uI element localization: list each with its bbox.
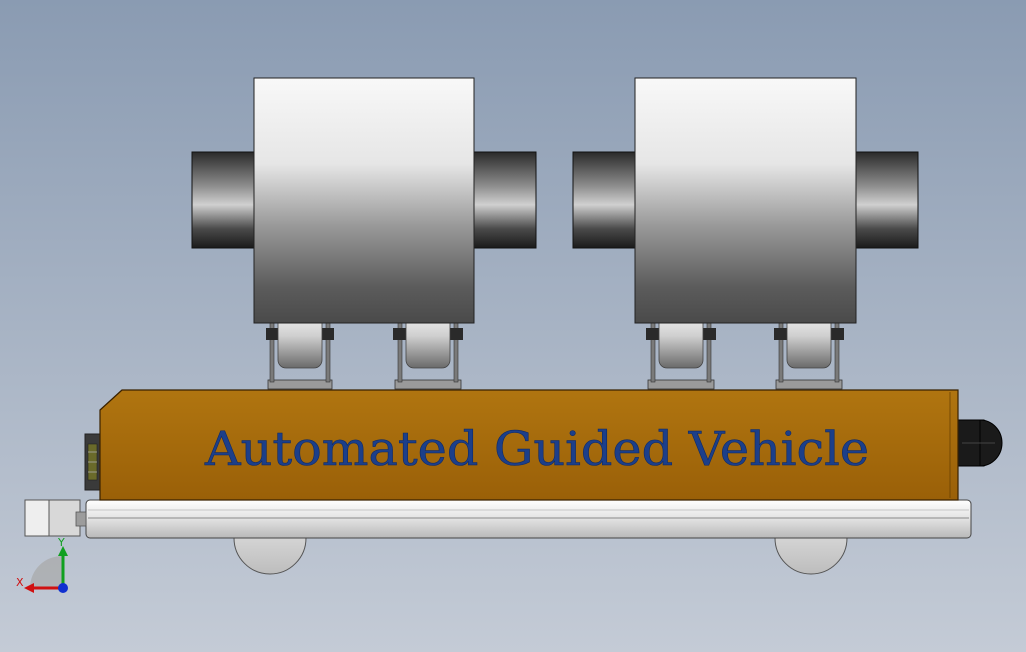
rear-sensor: [957, 419, 1003, 467]
drum-shaft-right-end: [471, 151, 537, 249]
drive-wheels: [233, 537, 848, 575]
drum-shaft-left-end: [572, 151, 638, 249]
drum-shaft-left-end: [191, 151, 257, 249]
triad-x-label: X: [16, 576, 24, 589]
front-sensor: [84, 433, 101, 491]
drive-wheel-left: [233, 537, 307, 575]
vehicle-body: [99, 389, 959, 501]
front-bumper: [24, 499, 87, 537]
drum-shaft-right-end: [853, 151, 919, 249]
base-plate: [85, 499, 972, 539]
coordinate-triad[interactable]: X Y: [16, 536, 68, 593]
triad-z-axis: [58, 583, 68, 593]
cable-drum-left: [191, 77, 537, 324]
drive-wheel-right: [774, 537, 848, 575]
drum-body: [634, 77, 857, 324]
cable-drum-right: [572, 77, 919, 324]
triad-y-label: Y: [57, 536, 65, 549]
drum-body: [253, 77, 475, 324]
triad-plane: [29, 555, 64, 588]
vehicle-label: Automated Guided Vehicle: [204, 422, 869, 477]
